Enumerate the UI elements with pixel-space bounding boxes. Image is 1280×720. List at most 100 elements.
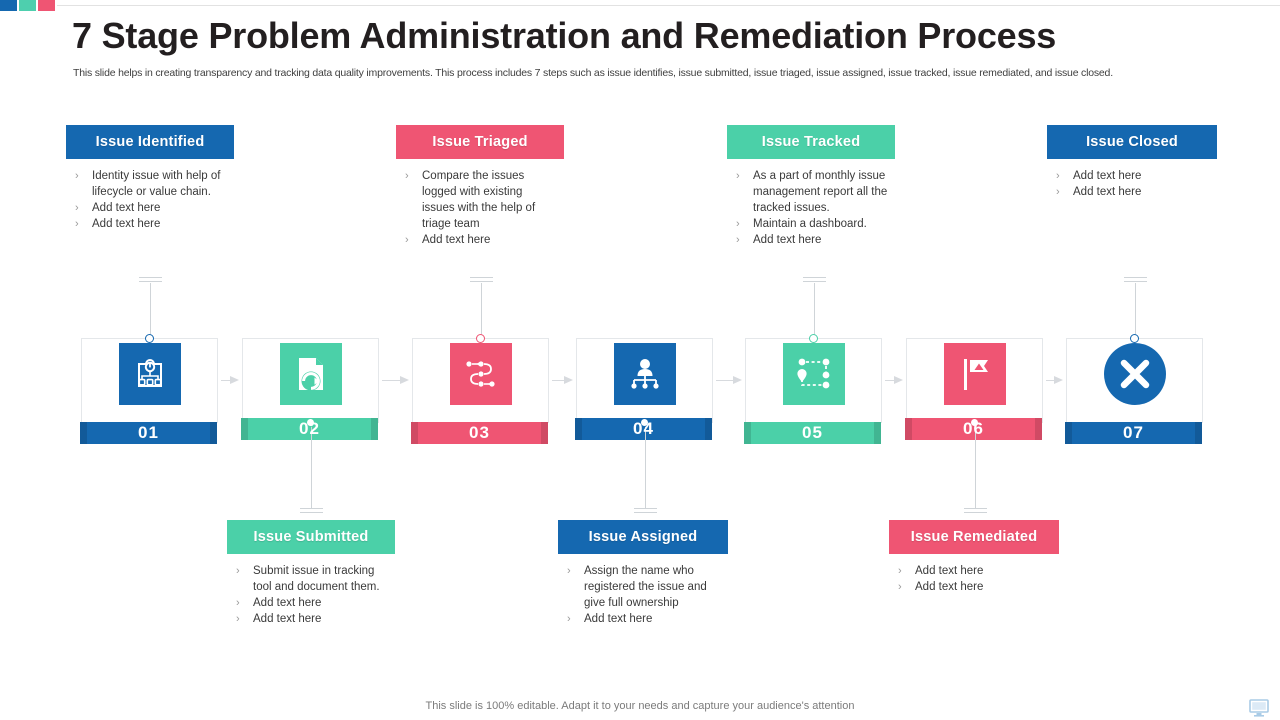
process-step-card[interactable]: [242, 338, 379, 423]
bar-cap-right: [1195, 422, 1202, 444]
process-step-card[interactable]: [576, 338, 713, 423]
bar-cap-right: [1035, 418, 1042, 440]
list-item: › Compare the issues logged with existing…: [402, 168, 554, 232]
list-item: ›Add text here: [733, 232, 893, 248]
list-item-text: Add text here: [253, 597, 322, 609]
chevron-right-icon: ›: [75, 170, 79, 182]
block-title-issue-remediated: Issue Remediated: [889, 520, 1059, 554]
connector-stem: [1134, 283, 1136, 338]
list-item: › Submit issue in tracking tool and docum…: [233, 563, 383, 595]
list-item: ›Add text here: [402, 232, 554, 248]
flow-arrow: [885, 376, 903, 385]
flow-arrow: [382, 376, 409, 385]
list-item-text: Assign the name who registered the issue…: [584, 565, 707, 609]
list-item: › Add text here: [72, 216, 222, 232]
list-item-text: As a part of monthly issue management re…: [753, 170, 888, 214]
bullet-list-issue-submitted: › Submit issue in tracking tool and docum…: [233, 563, 383, 627]
bullet-list-issue-identified: › Identity issue with help of lifecycle o…: [72, 168, 222, 232]
process-step-card[interactable]: [745, 338, 882, 423]
bullet-list-issue-closed: ›Add text here›Add text here: [1053, 168, 1213, 200]
list-item: ›Add text here: [233, 595, 383, 611]
bar-cap-left: [241, 418, 248, 440]
connector-stem: [644, 423, 646, 508]
chevron-right-icon: ›: [75, 218, 79, 230]
bar-cap-left: [411, 422, 418, 444]
step-number-bar: 02: [241, 418, 378, 440]
step-number-bar: 07: [1065, 422, 1202, 444]
chevron-right-icon: ›: [1056, 170, 1060, 182]
list-item: ›Add text here: [233, 611, 383, 627]
block-title-issue-submitted: Issue Submitted: [227, 520, 395, 554]
connector-ticks: [802, 277, 826, 285]
flow-arrow: [221, 376, 239, 385]
footer-note: This slide is 100% editable. Adapt it to…: [425, 700, 855, 712]
chevron-right-icon: ›: [567, 565, 571, 577]
page-title: 7 Stage Problem Administration and Remed…: [72, 15, 1057, 56]
step-number: 03: [469, 423, 490, 442]
connector-ticks: [1123, 277, 1147, 285]
deco-square-pink: [38, 0, 55, 11]
list-item: › As a part of monthly issue management r…: [733, 168, 893, 216]
bar-cap-left: [1065, 422, 1072, 444]
list-item-text: Add text here: [1073, 170, 1142, 182]
bullet-list-issue-assigned: › Assign the name who registered the issu…: [564, 563, 724, 627]
chevron-right-icon: ›: [405, 170, 409, 182]
step-number: 05: [802, 423, 823, 442]
clipboard-network-icon: [118, 343, 181, 405]
deco-square-blue: [0, 0, 17, 11]
deco-rule: [57, 5, 1280, 6]
process-step-card[interactable]: [906, 338, 1043, 423]
bar-cap-left: [905, 418, 912, 440]
connector-ticks: [469, 277, 493, 285]
text-block-issue-tracked: Issue Tracked›As a part of monthly issue…: [727, 125, 907, 248]
connector-ticks: [299, 508, 323, 516]
list-item-text: Add text here: [422, 234, 491, 246]
list-item-text: Add text here: [92, 202, 161, 214]
step-number: 06: [963, 419, 984, 438]
chevron-right-icon: ›: [736, 234, 740, 246]
bar-cap-left: [80, 422, 87, 444]
deco-square-teal: [19, 0, 36, 11]
bar-cap-left: [575, 418, 582, 440]
list-item-text: Add text here: [92, 218, 161, 230]
connector-knob: [1130, 334, 1139, 343]
process-step-card[interactable]: [81, 338, 218, 423]
connector-stem: [310, 423, 312, 508]
list-item: ›Add text here: [895, 579, 1055, 595]
step-number: 01: [138, 423, 159, 442]
list-item: › Identity issue with help of lifecycle o…: [72, 168, 222, 200]
list-item-text: Submit issue in tracking tool and docume…: [253, 565, 380, 593]
bar-cap-right: [541, 422, 548, 444]
bullet-list-issue-triaged: › Compare the issues logged with existing…: [402, 168, 554, 248]
process-step-card[interactable]: [1066, 338, 1203, 423]
chevron-right-icon: ›: [736, 170, 740, 182]
flow-arrow: [552, 376, 573, 385]
process-step-card[interactable]: [412, 338, 549, 423]
flow-arrow: [716, 376, 742, 385]
route-tracking-icon: [782, 343, 845, 405]
circle-cross-icon: [1103, 343, 1166, 405]
text-block-issue-submitted: Issue Submitted › Submit issue in tracking…: [227, 520, 402, 627]
document-arrow-icon: [279, 343, 342, 405]
connector-knob: [640, 418, 649, 427]
list-item: ›Add text here: [895, 563, 1055, 579]
list-item-text: Identity issue with help of lifecycle or…: [92, 170, 221, 198]
list-item: › Add text here: [72, 200, 222, 216]
list-item-text: Add text here: [1073, 186, 1142, 198]
text-block-issue-remediated: Issue Remediated ›Add text here›Add text …: [889, 520, 1069, 595]
connector-ticks: [138, 277, 162, 285]
step-number-bar: 05: [744, 422, 881, 444]
list-item: ›Add text here: [564, 611, 724, 627]
list-item: › Add text here: [1053, 168, 1213, 184]
chevron-right-icon: ›: [736, 218, 740, 230]
connector-knob: [970, 418, 979, 427]
chevron-right-icon: ›: [567, 613, 571, 625]
connector-ticks: [963, 508, 987, 516]
bullet-list-issue-remediated: ›Add text here›Add text here: [895, 563, 1055, 595]
bar-cap-right: [705, 418, 712, 440]
list-item-text: Maintain a dashboard.: [753, 218, 867, 230]
chevron-right-icon: ›: [236, 565, 240, 577]
chevron-right-icon: ›: [75, 202, 79, 214]
list-item-text: Compare the issues logged with existing …: [422, 170, 536, 230]
